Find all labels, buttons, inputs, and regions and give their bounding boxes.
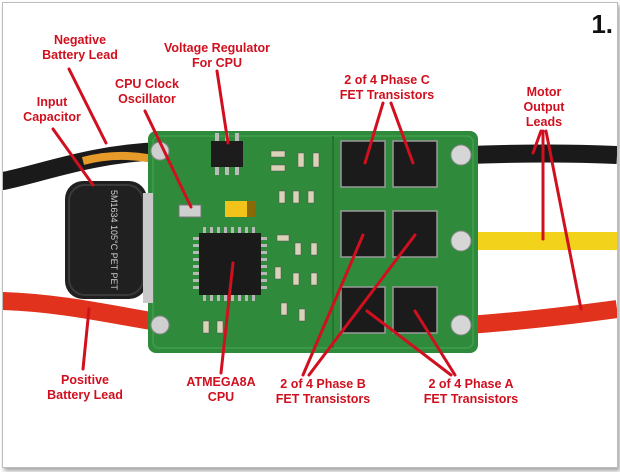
label-motor-output-leads: Motor Output Leads	[523, 85, 565, 129]
solder-pad	[450, 230, 472, 252]
label-voltage-regulator: Voltage Regulator For CPU	[163, 41, 271, 70]
label-negative-battery-lead: Negative Battery Lead	[42, 33, 118, 62]
label-phase-b: 2 of 4 Phase B FET Transistors	[275, 377, 371, 406]
label-atmega-cpu: ATMEGA8A CPU	[186, 375, 256, 404]
solder-pad	[150, 315, 170, 335]
figure-number: 1.	[591, 9, 613, 39]
voltage-regulator-chip	[211, 141, 243, 167]
positive-battery-wire	[3, 292, 172, 332]
fet-phase-c-2	[392, 140, 438, 188]
label-phase-a: 2 of 4 Phase A FET Transistors	[423, 377, 519, 406]
negative-battery-wire	[3, 142, 172, 190]
label-cpu-clock-oscillator: CPU Clock Oscillator	[115, 77, 179, 106]
motor-wire-black	[467, 144, 617, 164]
capacitor-marking: 5M1634 105°C PET PET	[109, 190, 119, 290]
fet-phase-c-1	[340, 140, 386, 188]
label-positive-battery-lead: Positive Battery Lead	[47, 373, 123, 402]
label-phase-c: 2 of 4 Phase C FET Transistors	[339, 73, 435, 102]
esc-photo: 5M1634 105°C PET PET	[3, 67, 617, 377]
label-input-capacitor: Input Capacitor	[23, 95, 81, 124]
solder-pad	[450, 314, 472, 336]
solder-pad	[450, 144, 472, 166]
input-capacitor	[65, 181, 147, 299]
motor-wire-red	[467, 300, 617, 334]
